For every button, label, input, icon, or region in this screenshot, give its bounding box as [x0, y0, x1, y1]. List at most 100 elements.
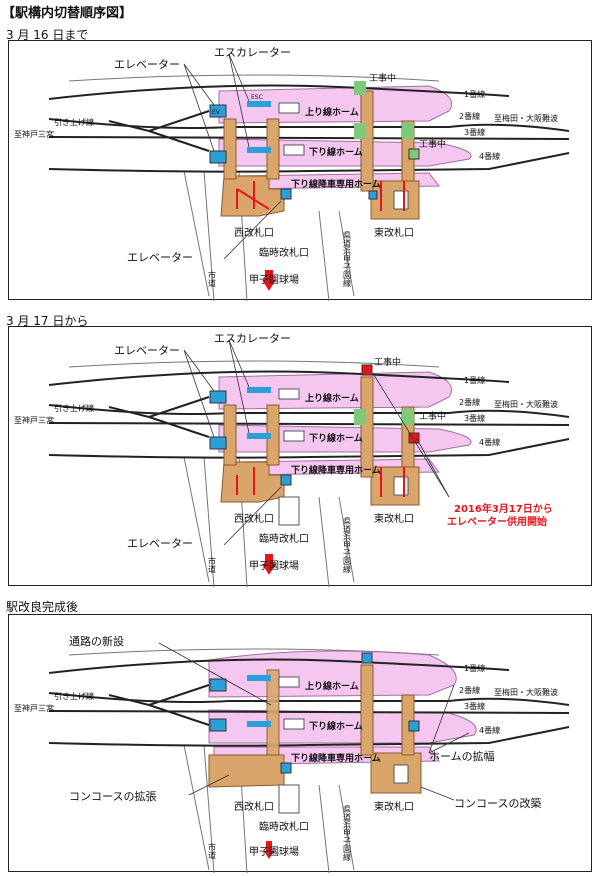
path-shape — [48, 726, 570, 747]
path-shape — [318, 210, 330, 301]
path-shape — [48, 152, 570, 173]
path-shape — [373, 374, 450, 498]
path-shape — [48, 136, 570, 140]
path-shape — [228, 339, 250, 388]
label-track4-2: 4番線 — [479, 437, 500, 447]
label-up-platform-3: 上り線ホーム — [305, 680, 359, 692]
path-shape — [48, 658, 510, 674]
g-shape — [48, 370, 570, 459]
rect-shape — [209, 390, 227, 404]
rect-shape — [354, 409, 366, 425]
path-shape — [228, 339, 250, 434]
label-down-alight-platform-3: 下り線降車専用ホーム — [291, 752, 381, 764]
callout-platform: ホームの拡幅 — [429, 749, 495, 763]
g-shape — [48, 658, 570, 747]
label-prefectural-road: 県道浜甲子園線 — [343, 231, 352, 287]
label-to-umeda: 至梅田・大阪難波 — [494, 113, 558, 123]
label-siding-2: 引き上げ線 — [54, 403, 94, 413]
rect-shape — [209, 718, 227, 732]
rect-shape — [266, 841, 272, 851]
path-shape — [228, 53, 250, 102]
label-track1-3: 1番線 — [464, 663, 485, 673]
path-shape — [223, 200, 282, 260]
path-shape — [48, 84, 510, 100]
section-label-1: 3 月 16 日まで — [6, 28, 89, 42]
path-shape — [416, 438, 450, 498]
label-east-gate-2: 東改札口 — [374, 512, 414, 525]
rect-shape — [278, 388, 300, 400]
g-shape — [264, 841, 274, 859]
rect-shape — [361, 652, 373, 664]
label-up-platform-2: 上り線ホーム — [305, 392, 359, 404]
rect-shape — [209, 436, 227, 450]
label-escalator: エスカレーター — [214, 46, 291, 59]
rect-shape — [280, 188, 292, 200]
label-track4: 4番線 — [479, 151, 500, 161]
label-east-gate: 東改札口 — [374, 226, 414, 239]
rect-shape — [247, 721, 271, 727]
label-under-construction-2b: 工事中 — [419, 410, 446, 422]
rect-shape — [280, 474, 292, 486]
rect-shape — [402, 409, 414, 425]
label-under-construction-1: 工事中 — [369, 72, 396, 84]
rect-shape — [360, 376, 374, 478]
label-down-platform-3: 下り線ホーム — [309, 720, 363, 732]
rect-shape — [360, 664, 374, 756]
label-to-kobe: 至神戸三宮 — [14, 129, 54, 139]
rect-shape — [283, 718, 305, 730]
label-elevator-bottom-2: エレベーター — [127, 537, 193, 550]
label-city-road-2: 市道 — [208, 556, 217, 574]
rect-shape — [247, 101, 271, 107]
path-shape — [68, 360, 440, 368]
label-track3-3: 3番線 — [464, 701, 485, 711]
note-elevator-start-line2: エレベーター供用開始 — [447, 515, 547, 528]
path-shape — [338, 210, 355, 297]
label-stadium: 甲子園球場 — [249, 273, 299, 286]
label-to-kobe-2: 至神戸三宮 — [14, 415, 54, 425]
path-shape — [420, 786, 455, 801]
rect-shape — [368, 190, 378, 200]
rect-shape — [283, 144, 305, 156]
path-shape — [68, 74, 440, 82]
label-track2-3: 2番線 — [459, 685, 480, 695]
diagram-panel-1: エレベーター エスカレーター 工事中 工事中 上り線ホーム 下り線ホーム 下り線… — [8, 40, 592, 301]
path-shape — [318, 784, 330, 873]
rect-shape — [408, 432, 420, 444]
label-temp-gate: 臨時改札口 — [259, 246, 309, 259]
path-shape — [48, 692, 570, 706]
rect-shape — [247, 675, 271, 681]
station-diagram-3: 通路の新設 ホームの拡幅 コンコースの拡張 コンコースの改築 上り線ホーム 下り… — [14, 634, 570, 873]
rect-shape — [393, 190, 409, 210]
diagram-panel-2: エレベーター エスカレーター 工事中 工事中 上り線ホーム 下り線ホーム 下り線… — [8, 326, 592, 587]
station-diagram-1: エレベーター エスカレーター 工事中 工事中 上り線ホーム 下り線ホーム 下り線… — [14, 46, 570, 301]
label-stadium-3: 甲子園球場 — [249, 845, 299, 858]
rect-shape — [283, 430, 305, 442]
label-track4-3: 4番線 — [479, 725, 500, 735]
label-east-gate-3: 東改札口 — [374, 800, 414, 813]
path-shape — [318, 496, 330, 587]
rect-shape — [247, 433, 271, 439]
label-siding-3: 引き上げ線 — [54, 691, 94, 701]
path-shape — [183, 349, 215, 392]
label-to-kobe-3: 至神戸三宮 — [14, 703, 54, 713]
rect-shape — [408, 720, 420, 732]
path-shape — [183, 63, 215, 152]
path-shape — [338, 496, 355, 583]
label-city-road: 市道 — [208, 270, 217, 288]
label-west-gate: 西改札口 — [234, 226, 274, 239]
path-shape — [338, 784, 355, 871]
rect-shape — [266, 669, 280, 756]
path-shape — [48, 370, 510, 386]
label-to-umeda-3: 至梅田・大阪難波 — [494, 687, 558, 697]
rect-shape — [265, 270, 273, 282]
path-shape — [428, 684, 455, 754]
label-stadium-2: 甲子園球場 — [249, 559, 299, 572]
label-down-alight-platform-2: 下り線降車専用ホーム — [291, 464, 381, 476]
label-under-construction-2: 工事中 — [419, 138, 446, 150]
path-shape — [188, 774, 230, 796]
label-to-umeda-2: 至梅田・大阪難波 — [494, 399, 558, 409]
label-prefectural-road-3: 県道浜甲子園線 — [343, 805, 352, 861]
rect-shape — [209, 150, 227, 164]
label-prefectural-road-2: 県道浜甲子園線 — [343, 517, 352, 573]
label-elevator-top: エレベーター — [114, 58, 180, 71]
